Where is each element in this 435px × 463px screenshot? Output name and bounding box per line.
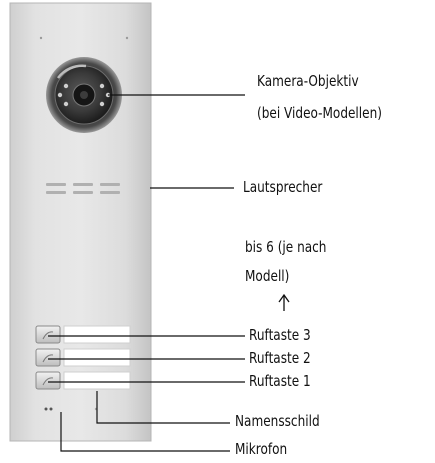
call-button-1 xyxy=(35,371,131,390)
label-microphone: Mikrofon xyxy=(235,440,288,458)
camera-lens-icon xyxy=(46,57,122,133)
nameplate-2 xyxy=(63,348,131,367)
label-speaker: Lautsprecher xyxy=(243,178,323,196)
screw-icon xyxy=(39,36,43,40)
label-button-2: Ruftaste 2 xyxy=(249,349,311,367)
arrow-up-icon xyxy=(278,293,290,311)
label-nameplate: Namensschild xyxy=(235,412,320,430)
label-button-1: Ruftaste 1 xyxy=(249,372,311,390)
nameplate-1 xyxy=(63,371,131,390)
nameplate-3 xyxy=(63,325,131,344)
call-button-3 xyxy=(35,325,131,344)
call-button-2 xyxy=(35,348,131,367)
screw-icon xyxy=(125,36,129,40)
speaker-grille-icon xyxy=(46,183,120,194)
label-button-3: Ruftaste 3 xyxy=(249,326,311,344)
label-camera-line2: (bei Video-Modellen) xyxy=(257,104,382,122)
label-button-count-line1: bis 6 (je nach xyxy=(245,238,327,256)
label-camera-line1: Kamera-Objektiv xyxy=(257,72,359,90)
leader-line-nameplate xyxy=(96,391,230,424)
leader-lines xyxy=(48,94,245,452)
microphone-icon xyxy=(44,407,53,411)
label-button-count-line2: Modell) xyxy=(245,267,290,285)
leader-line-microphone xyxy=(60,412,230,452)
